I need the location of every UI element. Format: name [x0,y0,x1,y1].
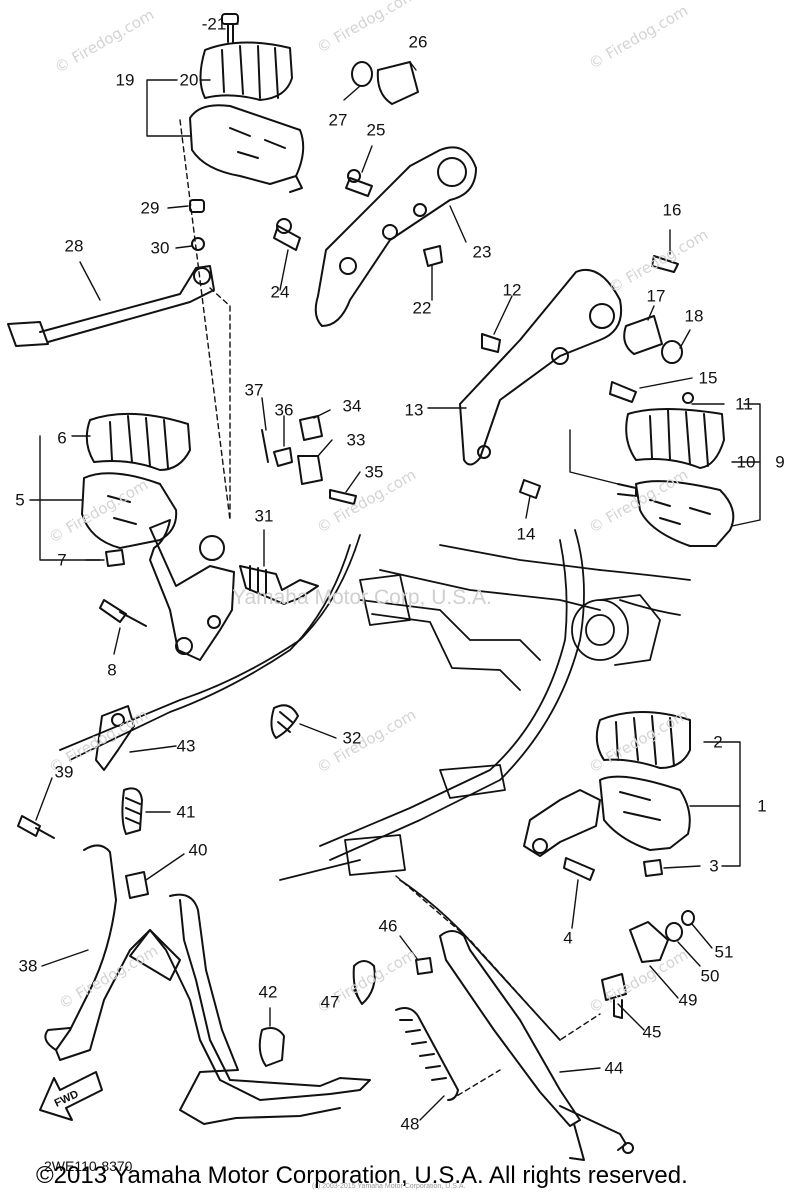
part-label: 10 [736,452,756,472]
center-watermark: Yamaha Motor Corp, U.S.A. [232,586,492,609]
part-label: 33 [346,430,366,450]
small-copyright-note: (c) 2003-2015 Yamaha Motor Corporation, … [312,1183,466,1190]
leader-lines [29,23,761,1121]
part-label: 38 [18,956,38,976]
diagram-code: 2WE110-8370 [44,1158,133,1174]
front-right-footrest-group [523,711,691,881]
part-label: 6 [57,428,67,448]
part-label: 11 [735,394,753,414]
part-label: 3 [709,856,719,876]
part-label: 44 [604,1058,624,1078]
sidestand-group [352,910,695,1161]
frame-structure [59,529,691,1041]
part-label: 48 [400,1114,420,1134]
part-label: 23 [472,242,492,262]
part-label: 32 [342,728,362,748]
part-label: 25 [366,120,386,140]
part-label: 47 [320,992,340,1012]
part-label: 15 [698,368,718,388]
part-label: 5 [15,490,25,510]
centerstand-group [17,705,371,1125]
part-label: 14 [516,524,536,544]
part-label: 36 [274,400,294,420]
rear-right-footrest-group [459,255,735,547]
rear-left-footrest-group [189,13,477,327]
part-label: 19 [115,70,135,90]
part-label: 39 [54,762,74,782]
part-label: 49 [678,990,698,1010]
part-label: 7 [57,550,67,570]
copyright-footer: ©2013 Yamaha Motor Corporation, U.S.A. A… [36,1162,688,1189]
part-label: 17 [646,286,666,306]
small-parts-31-37 [239,415,357,739]
part-label: 40 [188,840,208,860]
part-label: 9 [775,452,785,472]
part-label: 12 [502,280,522,300]
part-label: 27 [328,110,348,130]
part-label: 29 [140,198,160,218]
part-label: 43 [176,736,196,756]
front-left-footrest-group [81,412,235,661]
pedal-28-group [7,199,215,347]
part-label: 35 [364,462,384,482]
part-label: 24 [270,282,290,302]
part-label: 34 [342,396,362,416]
part-label: -21 [201,14,227,34]
part-label: 26 [408,32,428,52]
part-label: 1 [757,796,767,816]
part-label: 18 [684,306,704,326]
part-label: 2 [713,732,723,752]
part-label: 42 [258,982,278,1002]
part-label: 46 [378,916,398,936]
part-label: 28 [64,236,84,256]
fwd-arrow-outline [39,1071,103,1121]
part-label: 31 [254,506,274,526]
part-label: 45 [642,1022,662,1042]
part-label: 41 [176,802,196,822]
part-label: 16 [662,200,682,220]
part-label: 20 [179,70,199,90]
part-label: 51 [714,942,734,962]
part-label: 4 [563,928,573,948]
part-label: 13 [404,400,424,420]
part-label: 50 [700,966,720,986]
part-label: 22 [412,298,432,318]
part-label: 8 [107,660,117,680]
part-label: 37 [244,380,264,400]
part-label: 30 [150,238,170,258]
